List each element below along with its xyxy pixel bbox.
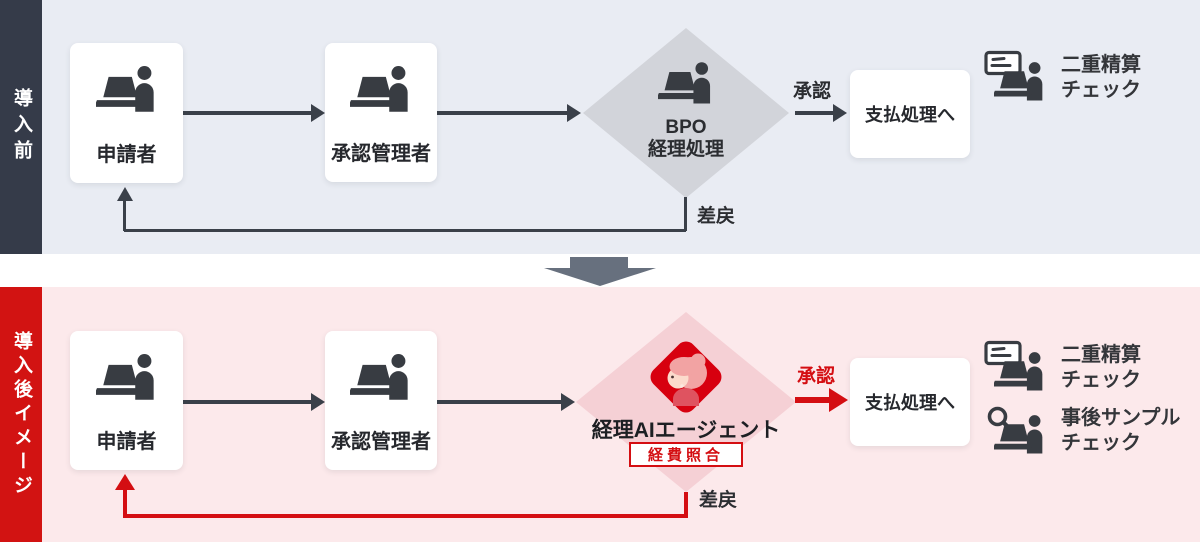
ai-diamond: 経理AIエージェント 経費照合 [576, 312, 796, 492]
double-check-before: 二重精算 チェック [984, 50, 1141, 106]
person-laptop-icon [348, 65, 412, 117]
sidebar-after-label: 導入後イメージ [11, 330, 32, 499]
sidebar-before-label: 導入前 [11, 88, 32, 166]
person-laptop-icon [348, 353, 412, 405]
approver-label: 承認管理者 [331, 431, 431, 453]
ai-diamond-title: 経理AIエージェント [591, 419, 781, 442]
sendback-label-after: 差戻 [699, 490, 738, 511]
check-text-line1: 二重精算 [1061, 344, 1141, 366]
down-arrow-icon [544, 257, 656, 291]
ai-diamond-badge: 経費照合 [629, 442, 743, 467]
sendback-arrowhead [115, 474, 135, 490]
check-text-line2: チェック [1061, 79, 1141, 101]
flow-arrow-line [183, 111, 313, 115]
sample-check-after: 事後サンプル チェック [984, 403, 1180, 459]
bpo-diamond-line2: 経理処理 [647, 139, 724, 160]
sendback-line [684, 197, 687, 231]
sendback-line [123, 490, 127, 518]
bpo-diamond-line1: BPO [665, 117, 707, 138]
person-laptop-icon [93, 65, 158, 117]
payment-card-after: 支払処理へ [850, 358, 970, 446]
flow-arrowhead [561, 393, 575, 411]
sendback-label-before: 差戻 [697, 206, 736, 227]
approve-label-after: 承認 [797, 366, 836, 387]
flow-arrowhead [567, 104, 581, 122]
band-before: 導入前 申請者 承認管理者 BPO 経理処理 [0, 0, 1200, 254]
approve-label-before: 承認 [793, 81, 832, 102]
check-text-line2: チェック [1061, 369, 1141, 391]
payment-card-before: 支払処理へ [850, 70, 970, 158]
flow-arrow-line [437, 111, 569, 115]
document-icon [984, 50, 1022, 82]
applicant-label: 申請者 [96, 431, 157, 453]
flow-arrowhead [311, 104, 325, 122]
band-after: 導入後イメージ 申請者 承認管理者 [0, 287, 1200, 542]
person-laptop-icon [656, 61, 714, 109]
sendback-line [123, 200, 126, 231]
approve-arrowhead [829, 388, 848, 412]
flow-arrow-line [437, 400, 563, 404]
sendback-line [123, 514, 688, 518]
check-text-line1: 二重精算 [1061, 54, 1141, 76]
approve-arrowhead [833, 104, 847, 122]
payment-label: 支払処理へ [865, 393, 955, 413]
flow-arrowhead [311, 393, 325, 411]
check-text-line2: チェック [1061, 432, 1141, 454]
double-check-after: 二重精算 チェック [984, 340, 1141, 396]
flow-arrow-line [183, 400, 313, 404]
person-laptop-icon [992, 61, 1046, 106]
payment-label: 支払処理へ [865, 105, 955, 125]
sendback-line [124, 229, 686, 232]
check-text-line1: 事後サンプル [1061, 407, 1181, 429]
sendback-arrowhead [117, 187, 133, 201]
approver-label: 承認管理者 [331, 143, 431, 165]
ai-agent-icon [641, 332, 731, 427]
applicant-card-before: 申請者 [70, 43, 183, 183]
person-laptop-icon [992, 414, 1046, 459]
sidebar-before: 導入前 [0, 0, 42, 254]
bpo-diamond: BPO 経理処理 [583, 28, 789, 198]
approver-card-after: 承認管理者 [325, 331, 437, 470]
approve-arrow-line [795, 111, 835, 115]
transition-strip [0, 254, 1200, 287]
sidebar-after: 導入後イメージ [0, 287, 42, 542]
sendback-line [684, 492, 688, 518]
applicant-label: 申請者 [96, 144, 157, 166]
approve-arrow-line [795, 397, 833, 403]
person-laptop-icon [93, 353, 158, 405]
document-icon [984, 340, 1022, 372]
approver-card-before: 承認管理者 [325, 43, 437, 182]
person-laptop-icon [992, 351, 1046, 396]
applicant-card-after: 申請者 [70, 331, 183, 470]
